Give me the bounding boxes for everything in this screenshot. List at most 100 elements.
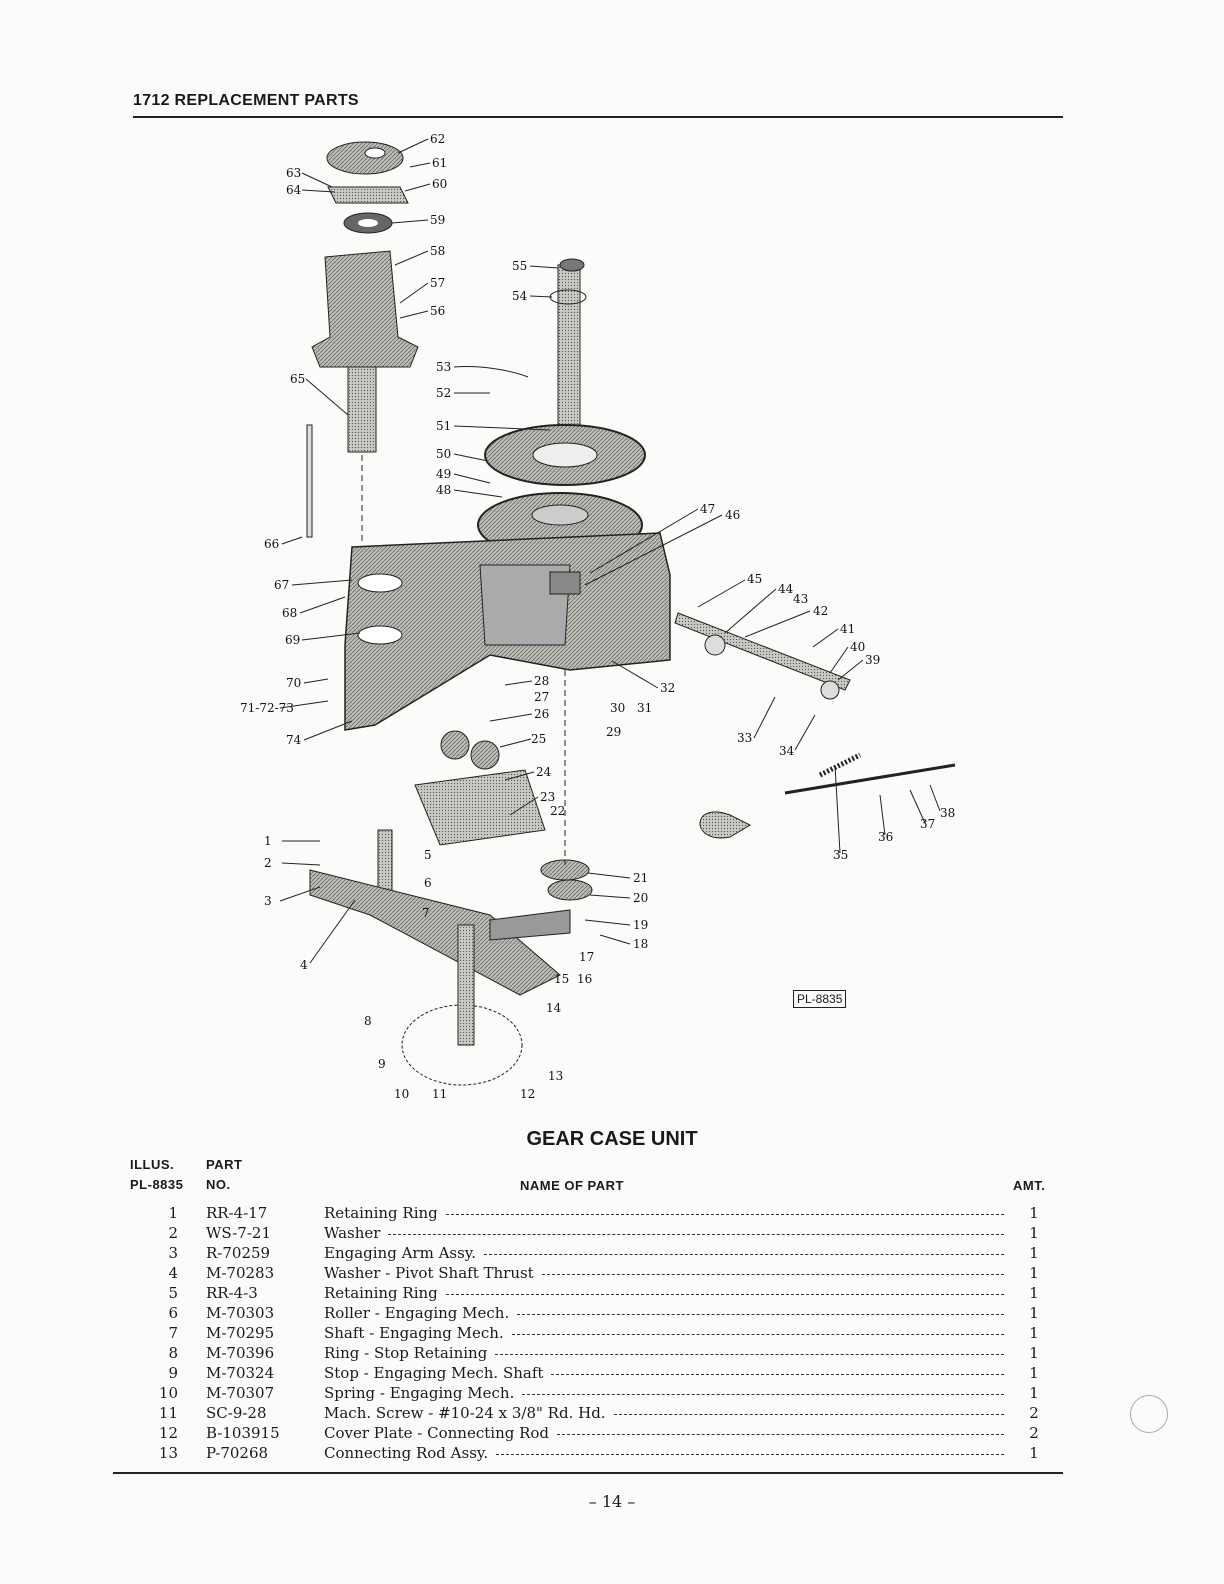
callout-47: 47 <box>700 502 715 516</box>
callout-15: 15 <box>554 972 569 986</box>
part-no: P-70268 <box>206 1444 269 1462</box>
part-no: R-70259 <box>206 1244 271 1262</box>
leader-dashes <box>495 1353 1004 1355</box>
part-amt: 1 <box>1029 1364 1039 1382</box>
col-part-no-label: NO. <box>206 1177 231 1192</box>
page-header-title: 1712 REPLACEMENT PARTS <box>133 92 359 109</box>
illus-num: 6 <box>168 1304 178 1322</box>
callout-24: 24 <box>536 765 552 779</box>
callout-70: 70 <box>286 676 301 690</box>
part-name-cell: Cover Plate - Connecting Rod <box>324 1424 1004 1442</box>
callout-31: 31 <box>637 701 652 715</box>
illus-num: 4 <box>168 1264 178 1282</box>
callout-9: 9 <box>378 1057 386 1071</box>
part-name: Washer - Pivot Shaft Thrust <box>324 1264 534 1282</box>
callout-38: 38 <box>940 806 955 820</box>
part-amt: 2 <box>1029 1424 1039 1442</box>
illus-num: 10 <box>158 1384 178 1402</box>
part-name: Engaging Arm Assy. <box>324 1244 477 1262</box>
callout-19: 19 <box>633 918 648 932</box>
callout-53: 53 <box>436 360 451 374</box>
callout-55: 55 <box>512 259 527 273</box>
callout-65: 65 <box>290 372 305 386</box>
gear-case-body-drawing <box>344 532 671 731</box>
callout-74: 74 <box>286 733 302 747</box>
part-amt: 1 <box>1029 1284 1039 1302</box>
callout-5: 5 <box>424 848 432 862</box>
callout-68: 68 <box>282 606 297 620</box>
part-name-cell: Mach. Screw - #10-24 x 3/8" Rd. Hd. <box>324 1404 1004 1422</box>
part-no: M-70303 <box>206 1304 275 1322</box>
callout-62: 62 <box>430 132 445 146</box>
part-amt: 1 <box>1029 1304 1039 1322</box>
main-gears-drawing <box>477 258 646 558</box>
part-name: Connecting Rod Assy. <box>324 1444 489 1462</box>
part-name-cell: Ring - Stop Retaining <box>324 1344 1004 1362</box>
part-amt: 1 <box>1029 1324 1039 1342</box>
part-name-cell: Retaining Ring <box>324 1204 1004 1222</box>
callout-63: 63 <box>286 166 301 180</box>
leader-dashes <box>445 1293 1004 1295</box>
callout-11: 11 <box>432 1087 447 1101</box>
callout-40: 40 <box>850 640 865 654</box>
part-name-cell: Engaging Arm Assy. <box>324 1244 1004 1262</box>
callout-1: 1 <box>264 834 272 848</box>
parts-row: 2 WS-7-21 Washer 1 <box>130 1224 1060 1244</box>
callout-20: 20 <box>633 891 648 905</box>
illus-num: 8 <box>168 1344 178 1362</box>
callout-71-72-73: 71-72-73 <box>240 701 294 715</box>
callout-56: 56 <box>430 304 445 318</box>
part-no: WS-7-21 <box>206 1224 272 1242</box>
callout-39: 39 <box>865 653 880 667</box>
illus-num: 2 <box>168 1224 178 1242</box>
part-no: SC-9-28 <box>206 1404 267 1422</box>
callout-67: 67 <box>274 578 289 592</box>
leader-dashes <box>517 1313 1004 1315</box>
callout-29: 29 <box>606 725 621 739</box>
callout-30: 30 <box>610 701 625 715</box>
illus-num: 3 <box>168 1244 178 1262</box>
callout-45: 45 <box>747 572 762 586</box>
callout-37: 37 <box>920 817 935 831</box>
leader-dashes <box>388 1233 1004 1235</box>
part-no: RR-4-17 <box>206 1204 268 1222</box>
callout-59: 59 <box>430 213 445 227</box>
part-name-cell: Shaft - Engaging Mech. <box>324 1324 1004 1342</box>
callout-61: 61 <box>432 156 447 170</box>
illus-num: 5 <box>168 1284 178 1302</box>
illus-num: 11 <box>158 1404 178 1422</box>
callout-10: 10 <box>394 1087 409 1101</box>
part-no: M-70324 <box>206 1364 275 1382</box>
part-name: Shaft - Engaging Mech. <box>324 1324 504 1342</box>
leader-dashes <box>522 1393 1004 1395</box>
callout-49: 49 <box>436 467 451 481</box>
lower-gear-plate-drawing <box>414 670 590 881</box>
leader-dashes <box>557 1433 1004 1435</box>
illus-num: 1 <box>168 1204 178 1222</box>
part-name-cell: Connecting Rod Assy. <box>324 1444 1004 1462</box>
leader-dashes <box>496 1453 1004 1455</box>
callout-12: 12 <box>520 1087 535 1101</box>
callout-28: 28 <box>534 674 549 688</box>
parts-row: 11 SC-9-28 Mach. Screw - #10-24 x 3/8" Rd.… <box>130 1404 1060 1424</box>
callout-14: 14 <box>546 1001 562 1015</box>
callout-42: 42 <box>813 604 828 618</box>
page-number: – 14 – <box>588 1492 636 1511</box>
callout-41: 41 <box>840 622 855 636</box>
part-name: Retaining Ring <box>324 1204 438 1222</box>
part-amt: 1 <box>1029 1224 1039 1242</box>
leader-dashes <box>511 1333 1004 1335</box>
callout-36: 36 <box>878 830 893 844</box>
callout-35: 35 <box>833 848 848 862</box>
part-name-cell: Roller - Engaging Mech. <box>324 1304 1004 1322</box>
part-name: Washer <box>324 1224 381 1242</box>
callout-6: 6 <box>424 876 432 890</box>
top-gear-drawing <box>326 141 409 234</box>
part-name-cell: Stop - Engaging Mech. Shaft <box>324 1364 1004 1382</box>
parts-row: 6 M-70303 Roller - Engaging Mech. 1 <box>130 1304 1060 1324</box>
